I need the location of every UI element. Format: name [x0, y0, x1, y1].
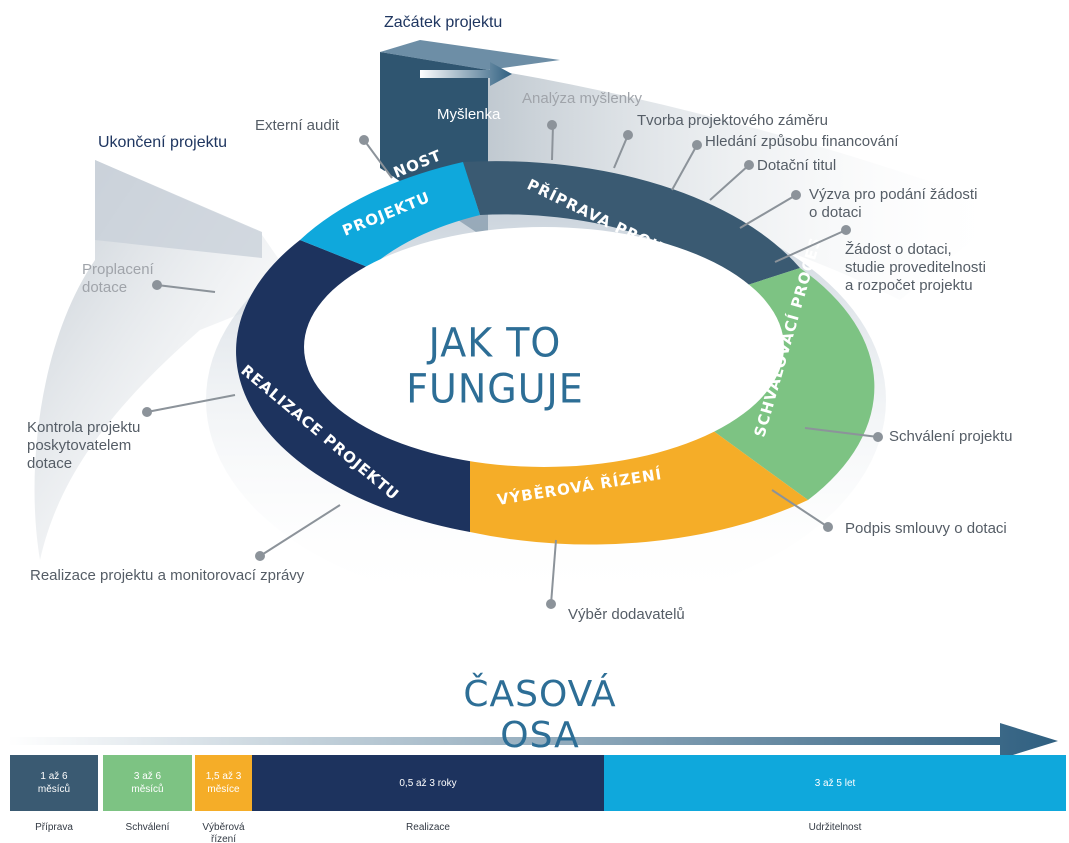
step-project-plan: Tvorba projektového záměru — [637, 112, 828, 129]
step-subsidy-title: Dotační titul — [757, 157, 837, 174]
step-approval: Schválení projektu — [889, 428, 1013, 445]
start-label: Začátek projektu — [384, 14, 503, 31]
idea-label: Myšlenka — [437, 106, 501, 123]
step-application: Žádost o dotaci, studie proveditelnosti … — [845, 241, 986, 294]
timeline-segment-implementation: 0,5 až 3 roky — [252, 755, 604, 811]
timeline-label-approval: Schválení — [125, 822, 170, 833]
end-block — [95, 160, 262, 258]
timeline-segment-sustainability: 3 až 5 let — [604, 755, 1066, 811]
timeline-segment-preparation: 1 až 6 měsíců — [10, 755, 98, 811]
ring-segment-approval — [712, 268, 875, 500]
start-fan — [380, 52, 1010, 300]
start-block-top — [380, 40, 560, 70]
timeline-arrow — [8, 723, 1058, 759]
timeline-segment-approval: 3 až 6 měsíců — [103, 755, 192, 811]
end-fan — [34, 160, 301, 560]
step-call: Výzva pro podání žádosti o dotaci — [809, 186, 978, 221]
ring-hole — [304, 227, 784, 467]
timeline-label-tender: Výběrová řízení — [202, 822, 245, 842]
start-arrow — [420, 62, 512, 86]
step-audit: Externí audit — [255, 117, 340, 134]
ring-segment-tender — [470, 430, 808, 545]
leader-lines — [142, 120, 883, 609]
step-analysis: Analýza myšlenky — [522, 90, 643, 107]
ring-segment-preparation — [463, 161, 800, 290]
step-supplier: Výběr dodavatelů — [568, 606, 685, 623]
timeline-segment-tender: 1,5 až 3 měsíce — [195, 755, 252, 811]
timeline-title: ČASOVÁ OSA — [463, 674, 617, 756]
ring-segment-sustainability — [300, 162, 480, 268]
step-funding-search: Hledání způsobu financování — [705, 133, 899, 150]
step-contract: Podpis smlouvy o dotaci — [845, 520, 1007, 537]
step-control: Kontrola projektu poskytovatelem dotace — [27, 419, 141, 472]
step-monitoring: Realizace projektu a monitorovací zprávy — [30, 567, 305, 584]
timeline-label-implementation: Realizace — [406, 822, 450, 833]
timeline-label-preparation: Příprava — [35, 822, 73, 833]
center-title: JAK TO FUNGUJE — [406, 319, 584, 413]
phase-ring — [236, 161, 875, 545]
ring-segment-implementation — [236, 240, 470, 532]
end-label: Ukončení projektu — [98, 134, 227, 151]
step-reimbursement: Proplacení dotace — [82, 261, 154, 296]
timeline-label-sustainability: Udržitelnost — [808, 822, 862, 833]
